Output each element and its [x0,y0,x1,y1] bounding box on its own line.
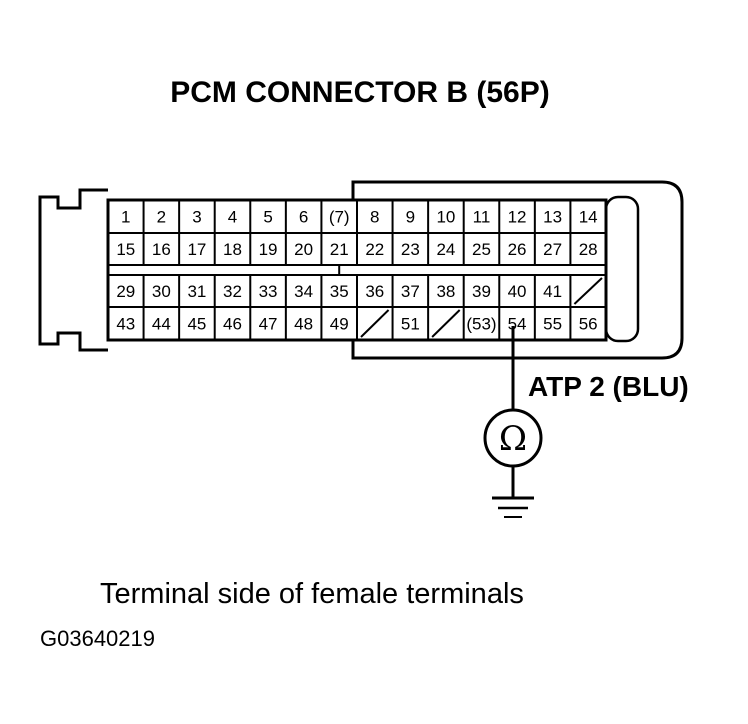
pin-label-12: 12 [508,208,527,227]
pin-label-1: 1 [121,208,130,227]
blank-cell-slash [431,309,461,338]
pin-label-46: 46 [223,315,242,334]
pin-label-8: 8 [370,208,379,227]
pin-label-36: 36 [365,282,384,301]
pin-label-44: 44 [152,315,171,334]
pin-label-28: 28 [579,240,598,259]
pin-label-14: 14 [579,208,598,227]
pin-label-24: 24 [436,240,455,259]
pin-label-22: 22 [365,240,384,259]
pin-label-45: 45 [187,315,206,334]
pin-label-48: 48 [294,315,313,334]
pin-label-41: 41 [543,282,562,301]
pin-label-13: 13 [543,208,562,227]
pin-label-9: 9 [406,208,415,227]
pin-label-33: 33 [259,282,278,301]
pin-label-21: 21 [330,240,349,259]
pin-label-27: 27 [543,240,562,259]
pin-label-17: 17 [187,240,206,259]
pin-label-38: 38 [436,282,455,301]
pin-label-18: 18 [223,240,242,259]
pin-label-25: 25 [472,240,491,259]
pin-label-30: 30 [152,282,171,301]
pin-label-31: 31 [187,282,206,301]
pin-label-35: 35 [330,282,349,301]
pin-label-2: 2 [157,208,166,227]
pin-label-3: 3 [192,208,201,227]
caption: Terminal side of female terminals [100,578,524,610]
pin-label-6: 6 [299,208,308,227]
pin-label-29: 29 [116,282,135,301]
pin-label-26: 26 [508,240,527,259]
blank-cell-slash [360,309,390,338]
ohmmeter [483,326,543,518]
pin-label-49: 49 [330,315,349,334]
pin-label-54: 54 [508,315,527,334]
pin-label-10: 10 [436,208,455,227]
pin-label-40: 40 [508,282,527,301]
diagram-title: PCM CONNECTOR B (56P) [170,76,549,109]
pin-label-32: 32 [223,282,242,301]
pin-label-47: 47 [259,315,278,334]
pin-label-39: 39 [472,282,491,301]
pin-label-20: 20 [294,240,313,259]
pin-label-15: 15 [116,240,135,259]
pin-label-51: 51 [401,315,420,334]
pin-label-7: (7) [329,208,350,227]
figure-code: G03640219 [40,626,155,651]
pin-label-55: 55 [543,315,562,334]
pin-label-34: 34 [294,282,313,301]
pin-label-37: 37 [401,282,420,301]
pin-label-43: 43 [116,315,135,334]
pin-grid [108,200,606,340]
ohm-icon: Ω [499,419,527,459]
pin-label-56: 56 [579,315,598,334]
blank-cell-slashes [360,277,603,338]
pin-label-11: 11 [473,208,491,227]
pin-label-4: 4 [228,208,237,227]
pin-label-23: 23 [401,240,420,259]
wire-label: ATP 2 (BLU) [528,371,689,402]
blank-cell-slash [573,277,603,305]
pin-label-53: (53) [466,315,496,334]
pin-label-16: 16 [152,240,171,259]
pin-label-19: 19 [259,240,278,259]
pin-label-5: 5 [263,208,272,227]
